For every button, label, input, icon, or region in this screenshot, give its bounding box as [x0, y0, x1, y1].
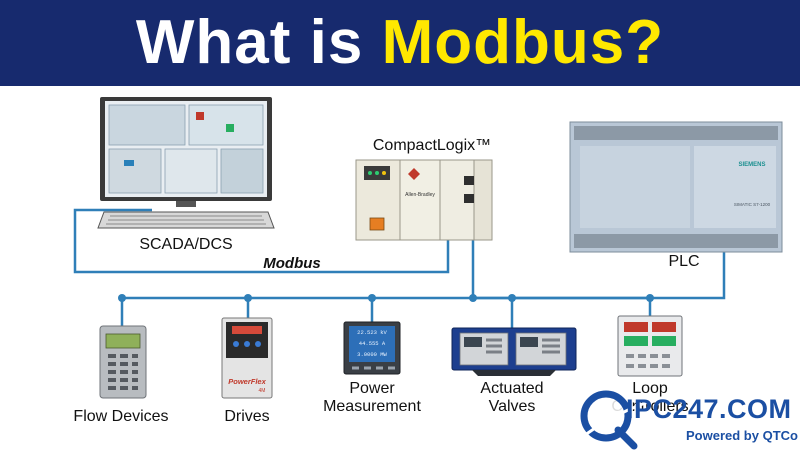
plc-siemens-text: SIEMENS	[738, 162, 765, 168]
meter-row-1: 22.523 kV	[357, 329, 387, 336]
label-drives: Drives	[224, 408, 269, 425]
plc-top-terminals	[574, 126, 778, 140]
compactlogix-controller: Allen-Bradley	[355, 159, 493, 241]
plc-left-panel	[580, 146, 690, 228]
loop-controller	[617, 315, 683, 377]
screen-panel-a	[108, 104, 186, 146]
screen-panel-d	[164, 148, 218, 194]
junction-drives	[244, 294, 252, 302]
scada-workstation	[97, 97, 275, 229]
loop-display-4	[652, 336, 676, 346]
drive-key-3	[255, 341, 261, 347]
cl-brand-text: Allen-Bradley	[405, 192, 435, 198]
label-scada: SCADA/DCS	[139, 236, 232, 253]
cl-led-2	[375, 171, 379, 175]
loop-display-2	[652, 322, 676, 332]
junction-valves	[508, 294, 516, 302]
monitor-stand	[176, 201, 196, 207]
plc-right-panel	[694, 146, 776, 228]
logo-swoosh	[573, 400, 649, 446]
junction-plc	[469, 294, 477, 302]
logo-brand-text: IPC247.COM	[626, 394, 792, 424]
junction-flow	[118, 294, 126, 302]
cl-keyswitch	[369, 217, 385, 231]
cl-module-1	[399, 159, 441, 241]
plc-unit: SIEMENS SIMATIC S7-1200	[569, 121, 783, 253]
label-compactlogix: CompactLogix™	[373, 137, 491, 154]
drive-model-text: 4M	[259, 388, 266, 394]
ipc247-logo-icon	[573, 390, 649, 450]
drive-key-2	[244, 341, 250, 347]
drive-brand-text: PowerFlex	[228, 377, 266, 386]
flow-display	[105, 333, 141, 349]
flow-keypad	[108, 354, 138, 390]
logo-powered-text: Powered by QTCo	[686, 428, 798, 443]
title-part-1: What is	[135, 8, 382, 77]
junction-loop	[646, 294, 654, 302]
loop-keys	[626, 354, 670, 368]
screen-panel-c	[108, 148, 162, 194]
title-banner: What is Modbus?	[0, 0, 800, 86]
ipc247-logo: IPC247.COM Powered by QTCo	[574, 392, 800, 450]
valve-keys	[486, 338, 560, 354]
keyboard-keys	[106, 215, 266, 225]
valve-panel	[451, 327, 577, 376]
label-flow-devices: Flow Devices	[73, 408, 168, 425]
meter-row-2: 44.555 A	[359, 340, 386, 347]
ab-logo-icon	[408, 168, 420, 180]
title-part-2: Modbus?	[381, 8, 665, 77]
plc-model-text: SIMATIC S7-1200	[734, 202, 771, 207]
drive-key-1	[233, 341, 239, 347]
drive-device: PowerFlex 4M	[221, 317, 273, 399]
meter-row-3: 3.0000 MW	[357, 351, 387, 358]
flow-device	[99, 325, 147, 399]
plc-bottom-terminals	[574, 234, 778, 248]
valve-screen-2	[520, 337, 538, 347]
valve-base	[472, 370, 556, 376]
ethernet-port-2	[464, 194, 474, 203]
label-valves-line-2: Valves	[489, 398, 536, 415]
cl-led-1	[368, 171, 372, 175]
ethernet-port-1	[464, 176, 474, 185]
meter-display	[349, 326, 395, 362]
drive-display	[232, 326, 262, 334]
label-valves-line-1: Actuated	[480, 380, 543, 397]
loop-display-3	[624, 336, 648, 346]
label-power-line-2: Measurement	[323, 398, 421, 415]
screen-indicator-3	[124, 160, 134, 166]
power-meter: 22.523 kV 44.555 A 3.0000 MW	[343, 321, 401, 375]
bus-junctions	[118, 294, 654, 302]
label-power-line-1: Power	[349, 380, 395, 397]
page-title: What is Modbus?	[136, 12, 664, 74]
valve-screen-1	[464, 337, 482, 347]
label-loop-line-1: Loop	[632, 380, 668, 397]
label-modbus: Modbus	[263, 255, 321, 272]
junction-power	[368, 294, 376, 302]
logo-tail	[614, 426, 638, 450]
screen-indicator-1	[196, 112, 204, 120]
screen-panel-e	[220, 148, 264, 194]
loop-display-1	[624, 322, 648, 332]
label-plc: PLC	[668, 253, 699, 270]
screen-indicator-2	[226, 124, 234, 132]
cl-led-3	[382, 171, 386, 175]
cl-module-3	[473, 159, 493, 241]
